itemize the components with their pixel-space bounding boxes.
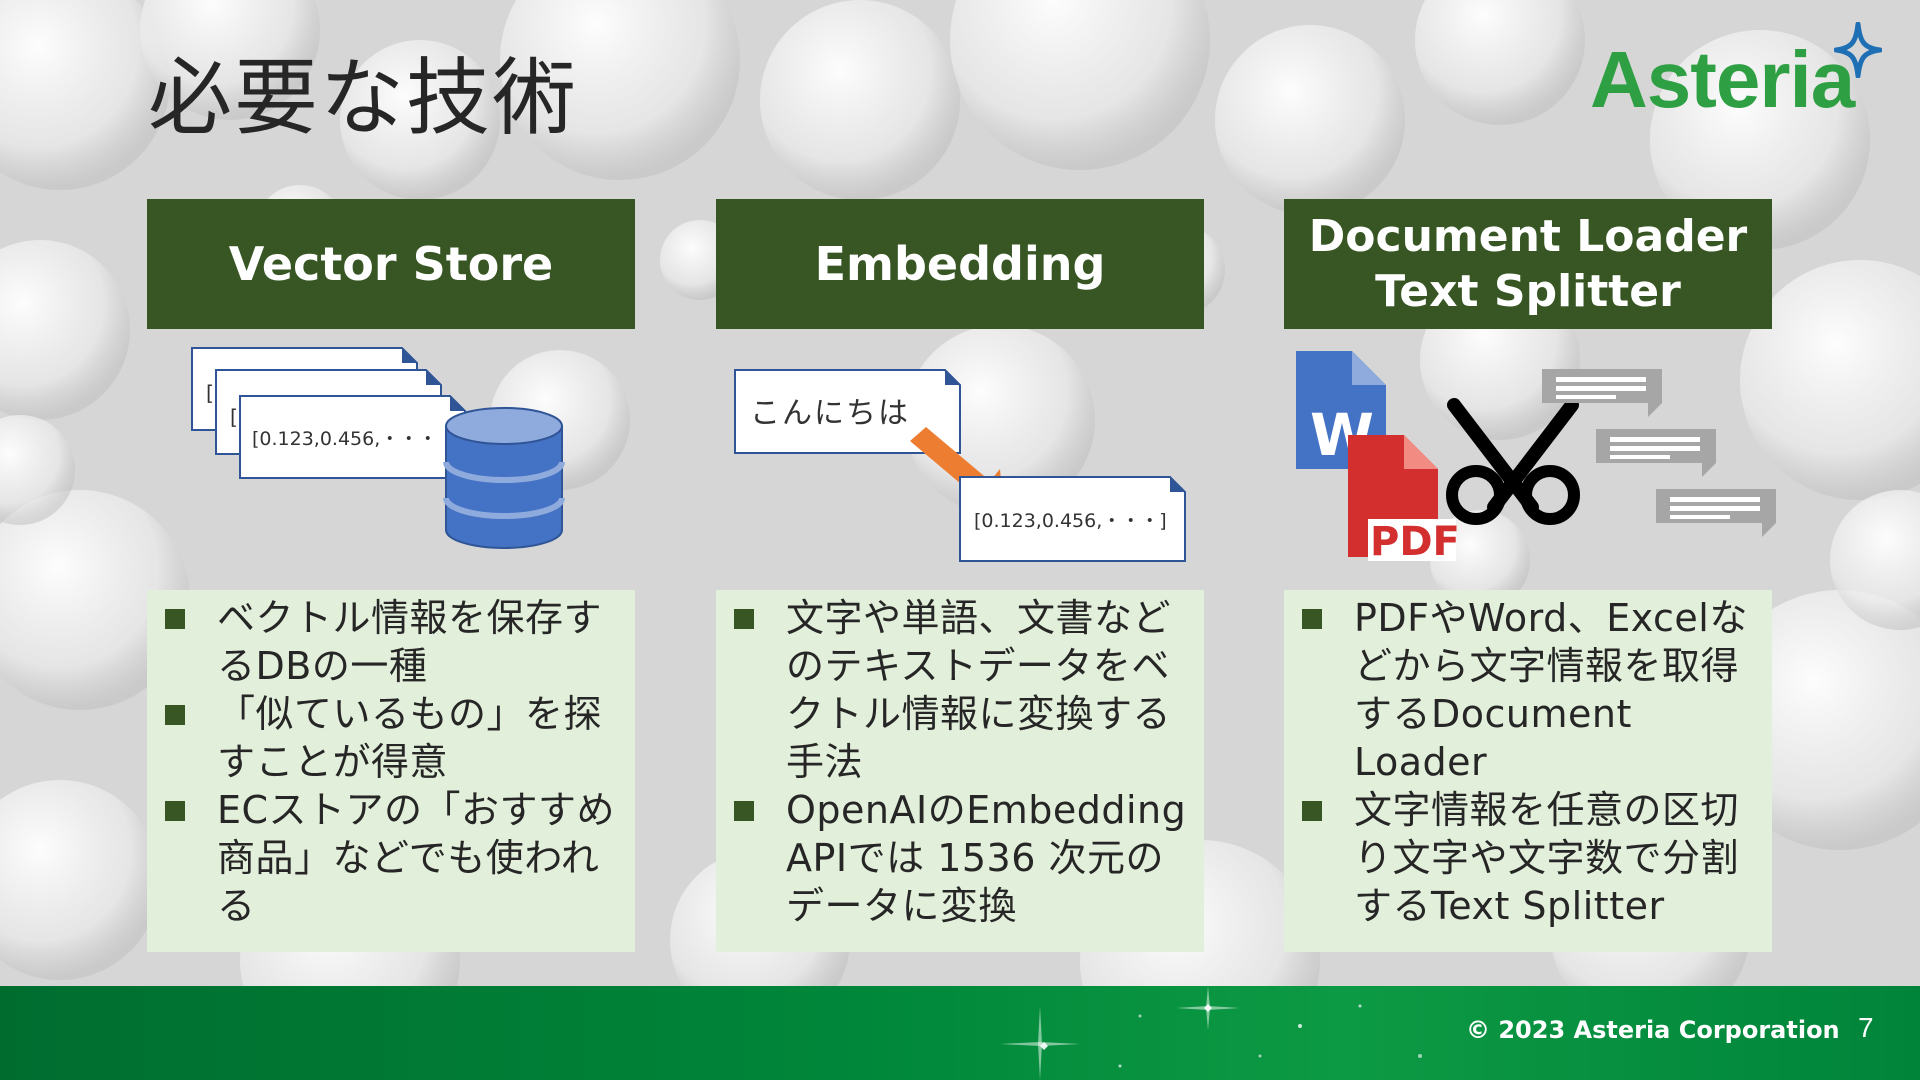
copyright-text: © 2023 Asteria Corporation [1466, 1016, 1840, 1044]
database-icon [443, 407, 565, 549]
input-text: こんにちは [750, 396, 910, 431]
document-loader-description: PDFやWord、Excelなどから文字情報を取得するDocument Load… [1284, 590, 1772, 952]
card-glyph: [ [206, 381, 214, 405]
header-label-line-1: Document Loader [1308, 211, 1748, 262]
input-text-card: こんにちは [734, 369, 961, 454]
bullet-item: ベクトル情報を保存するDBの一種 [161, 594, 627, 690]
embedding-illustration: こんにちは [0.123,0.456,・・・] [734, 369, 1186, 562]
pdf-file-icon: PDF [1348, 435, 1460, 565]
sparkle-decoration [1000, 986, 1422, 1080]
embedding-description: 文字や単語、文書などのテキストデータをベクトル情報に変換する手法 OpenAIの… [716, 590, 1204, 952]
header-label: Vector Store [228, 236, 554, 291]
pdf-label: PDF [1370, 519, 1460, 565]
sparkle-icon [1834, 22, 1882, 78]
text-chunk-icon [1656, 489, 1776, 537]
bullet-item: PDFやWord、Excelなどから文字情報を取得するDocument Load… [1298, 594, 1764, 786]
page-number: 7 [1858, 1012, 1874, 1043]
scissors-icon [1446, 398, 1580, 525]
bullet-item: 文字や単語、文書などのテキストデータをベクトル情報に変換する手法 [730, 594, 1196, 786]
card-text: [0.123,0.456,・・・ [252, 428, 437, 450]
header-vector-store: Vector Store [147, 199, 635, 329]
bullet-item: 「似ているもの」を探すことが得意 [161, 690, 627, 786]
bullet-item: OpenAIのEmbedding APIでは 1536 次元のデータに変換 [730, 786, 1196, 930]
vector-store-description: ベクトル情報を保存するDBの一種 「似ているもの」を探すことが得意 ECストアの… [147, 590, 635, 952]
document-loader-illustration: W PDF [1296, 351, 1776, 565]
header-label-line-2: Text Splitter [1375, 266, 1681, 317]
vector-card-front: [0.123,0.456,・・・ [239, 395, 466, 479]
logo-wordmark: Asteria [1590, 35, 1855, 124]
slide-title: 必要な技術 [148, 49, 579, 147]
output-text: [0.123,0.456,・・・] [974, 510, 1167, 532]
header-document-loader: Document Loader Text Splitter [1284, 199, 1772, 329]
bullet-item: ECストアの「おすすめ商品」などでも使われる [161, 786, 627, 930]
footer-bar [0, 986, 1920, 1080]
card-glyph: [ [230, 405, 238, 429]
bullet-item: 文字情報を任意の区切り文字や文字数で分割するText Splitter [1298, 786, 1764, 930]
company-logo: Asteria [1590, 22, 1890, 122]
header-embedding: Embedding [716, 199, 1204, 329]
output-vector-card: [0.123,0.456,・・・] [959, 476, 1186, 562]
text-chunk-icon [1542, 369, 1662, 417]
header-label: Embedding [814, 236, 1106, 291]
vector-store-illustration: [ [ [0.123,0.456,・・・ [191, 347, 565, 549]
text-chunk-icon [1596, 429, 1716, 477]
